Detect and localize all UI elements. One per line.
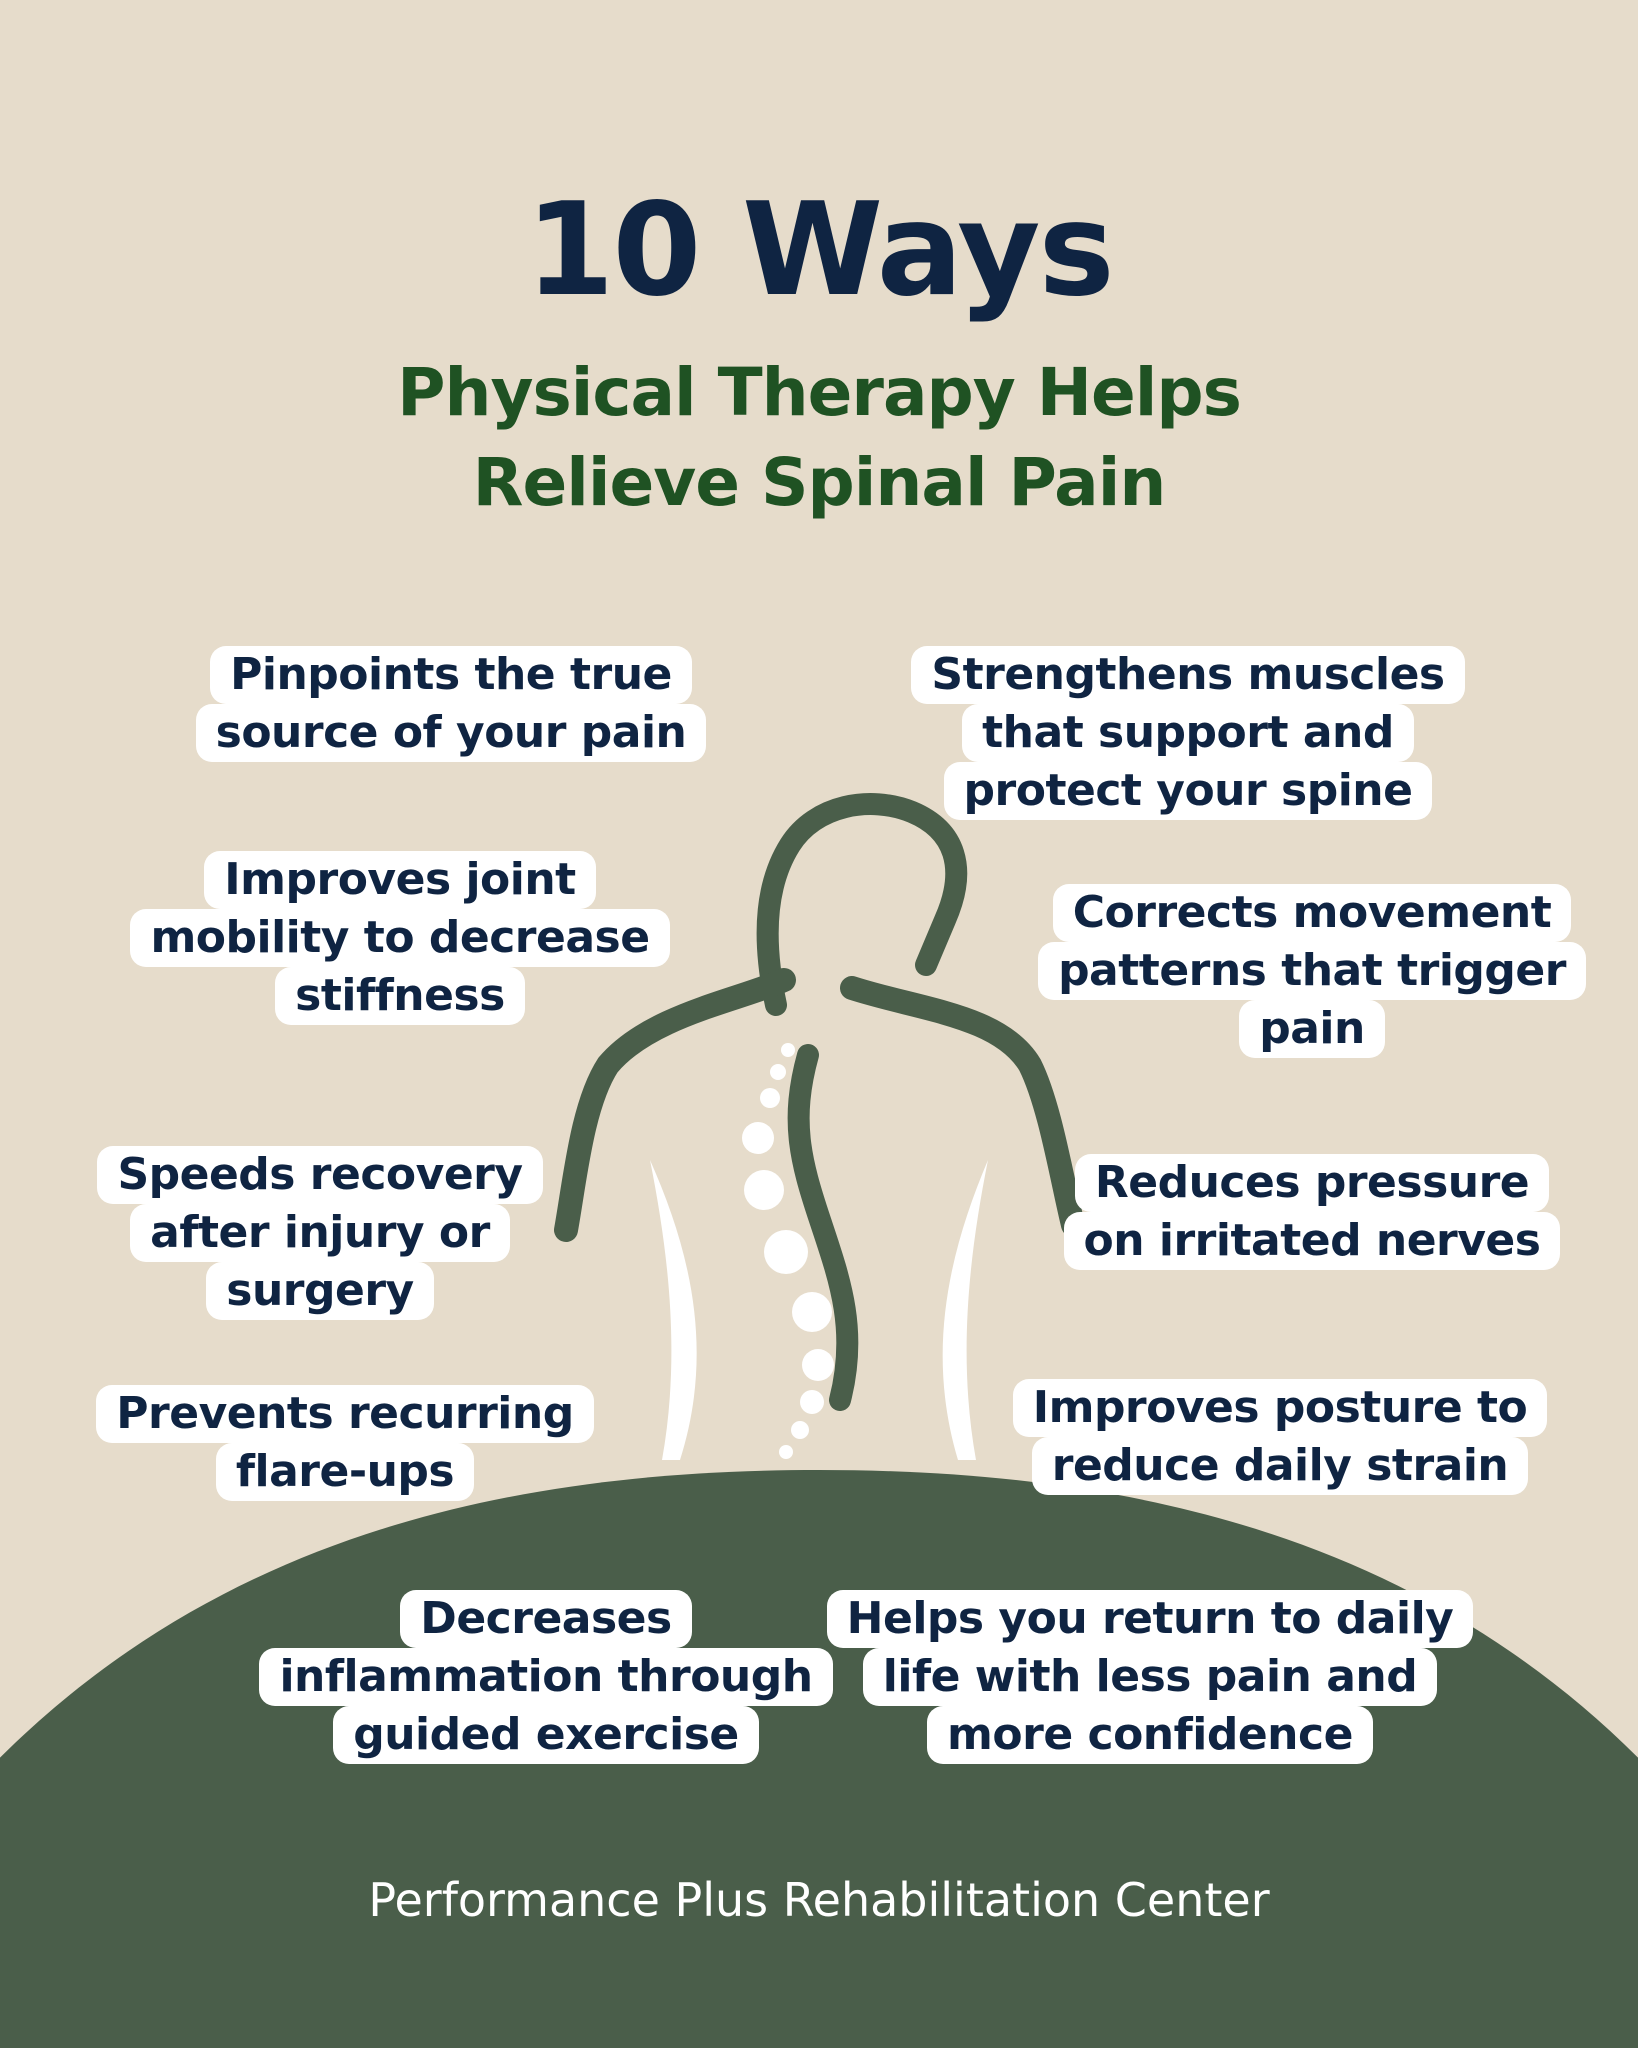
benefit-line: inflammation through	[259, 1648, 833, 1706]
benefit-joint-mobility: Improves joint mobility to decrease stif…	[130, 851, 670, 1025]
vertebra	[802, 1349, 834, 1381]
benefit-line: mobility to decrease	[130, 909, 670, 967]
benefit-line: protect your spine	[943, 762, 1433, 820]
benefit-line: pain	[1239, 1000, 1385, 1058]
right-shoulder-arm	[840, 976, 1085, 1237]
page-subtitle: Physical Therapy Helps Relieve Spinal Pa…	[0, 348, 1638, 528]
benefit-daily-life: Helps you return to daily life with less…	[826, 1590, 1474, 1764]
vertebra	[742, 1122, 774, 1154]
vertebra	[760, 1088, 780, 1108]
benefit-line: more confidence	[927, 1706, 1373, 1764]
vertebra	[779, 1445, 793, 1459]
benefit-recovery: Speeds recovery after injury or surgery	[97, 1146, 543, 1320]
benefit-line: source of your pain	[195, 704, 707, 762]
vertebra	[792, 1292, 832, 1332]
benefit-line: Speeds recovery	[97, 1146, 543, 1204]
benefit-pinpoints: Pinpoints the true source of your pain	[195, 646, 707, 762]
right-back-curve	[942, 1160, 988, 1460]
benefit-inflammation: Decreases inflammation through guided ex…	[259, 1590, 833, 1764]
subtitle-line: Relieve Spinal Pain	[472, 444, 1167, 521]
benefit-line: Prevents recurring	[96, 1385, 594, 1443]
benefit-line: that support and	[962, 704, 1414, 762]
subtitle-line: Physical Therapy Helps	[397, 354, 1242, 431]
vertebra	[791, 1421, 809, 1439]
vertebra	[800, 1390, 824, 1414]
benefit-line: flare-ups	[215, 1443, 475, 1501]
footer-organization-name: Performance Plus Rehabilitation Center	[368, 1873, 1270, 1927]
page-title: 10 Ways	[525, 176, 1114, 325]
benefit-flare-ups: Prevents recurring flare-ups	[96, 1385, 594, 1501]
spine-curve-line	[787, 1044, 859, 1411]
benefit-line: Strengthens muscles	[911, 646, 1465, 704]
benefit-line: patterns that trigger	[1038, 942, 1586, 1000]
benefit-line: Improves joint	[204, 851, 596, 909]
benefit-line: Decreases	[400, 1590, 692, 1648]
benefit-line: life with less pain and	[862, 1648, 1438, 1706]
benefit-movement-patterns: Corrects movement patterns that trigger …	[1038, 884, 1586, 1058]
vertebra	[770, 1064, 786, 1080]
benefit-nerves: Reduces pressure on irritated nerves	[1063, 1154, 1561, 1270]
benefit-line: guided exercise	[333, 1706, 759, 1764]
benefit-line: Pinpoints the true	[210, 646, 692, 704]
vertebra	[764, 1230, 808, 1274]
benefit-line: surgery	[206, 1262, 434, 1320]
human-back-silhouette-icon	[554, 793, 1085, 1411]
spine-vertebrae-icon	[742, 1043, 834, 1459]
benefit-line: after injury or	[130, 1204, 510, 1262]
benefit-line: on irritated nerves	[1063, 1212, 1561, 1270]
head-outline	[756, 793, 968, 1016]
benefit-line: Improves posture to	[1012, 1379, 1548, 1437]
left-back-curve	[650, 1160, 697, 1460]
benefit-line: stiffness	[275, 967, 525, 1025]
benefit-line: Reduces pressure	[1074, 1154, 1550, 1212]
benefit-posture: Improves posture to reduce daily strain	[1012, 1379, 1548, 1495]
benefit-line: reduce daily strain	[1031, 1437, 1529, 1495]
benefit-line: Helps you return to daily	[826, 1590, 1474, 1648]
benefit-line: Corrects movement	[1052, 884, 1572, 942]
left-shoulder-arm	[554, 968, 796, 1242]
benefit-strengthens: Strengthens muscles that support and pro…	[911, 646, 1465, 820]
vertebra	[744, 1170, 784, 1210]
vertebra	[781, 1043, 795, 1057]
